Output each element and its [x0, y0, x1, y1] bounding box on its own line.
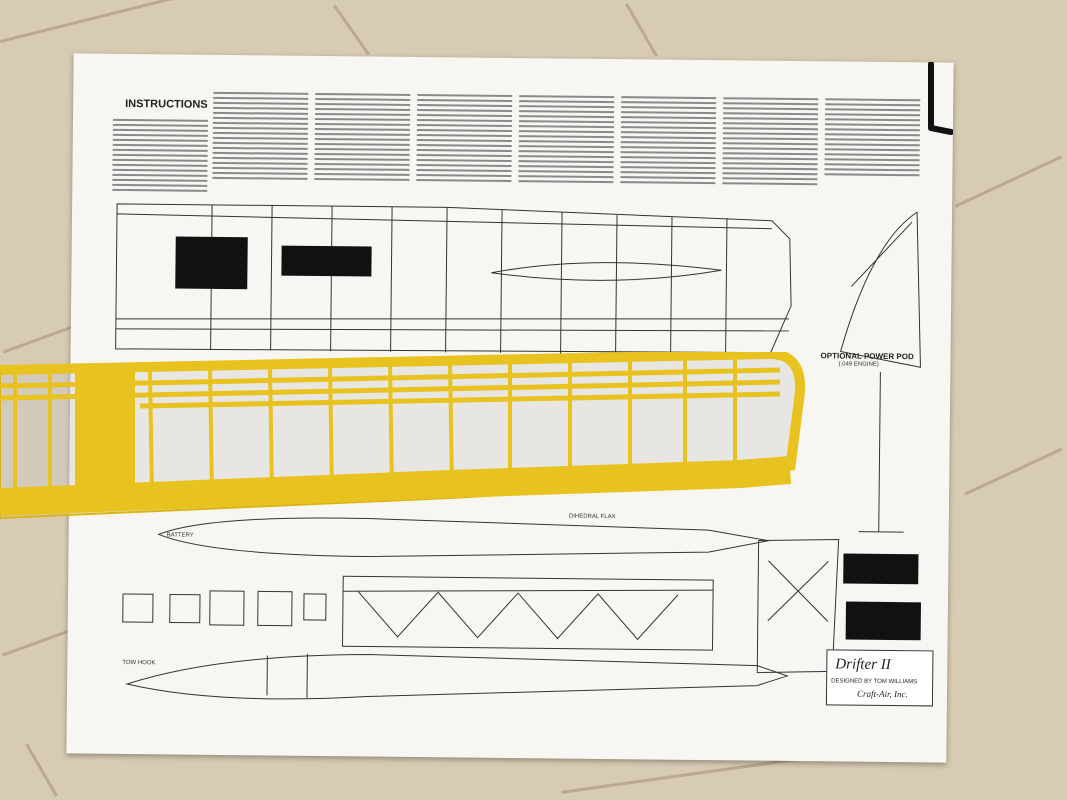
power-pod-label: OPTIONAL POWER POD	[820, 351, 914, 362]
plan-title-block: Drifter II DESIGNED BY TOM WILLIAMS Craf…	[825, 649, 934, 707]
grout-line	[0, 0, 1037, 43]
grout-line	[333, 4, 370, 56]
allen-wrench	[928, 62, 953, 135]
brand-name: Craft-Air, Inc.	[856, 688, 908, 700]
instruction-photo	[175, 236, 248, 290]
power-pod-sublabel: (.049 ENGINE)	[838, 361, 879, 368]
model-name: Drifter II	[835, 656, 891, 674]
wing-plan-drawing	[115, 203, 921, 700]
grout-line	[625, 3, 658, 57]
balsa-wing-framework	[0, 352, 806, 520]
tow-hook-label: TOW HOOK	[122, 659, 156, 667]
model-plan-sheet: INSTRUCTIONS	[66, 53, 954, 763]
instruction-photo	[843, 553, 919, 585]
grout-line	[964, 447, 1063, 496]
grout-line	[25, 743, 58, 797]
battery-label: BATTERY	[166, 532, 194, 539]
instruction-photo	[845, 601, 921, 641]
designer-line: DESIGNED BY TOM WILLIAMS	[831, 678, 918, 686]
instruction-photo	[281, 245, 372, 277]
grout-line	[954, 155, 1063, 208]
